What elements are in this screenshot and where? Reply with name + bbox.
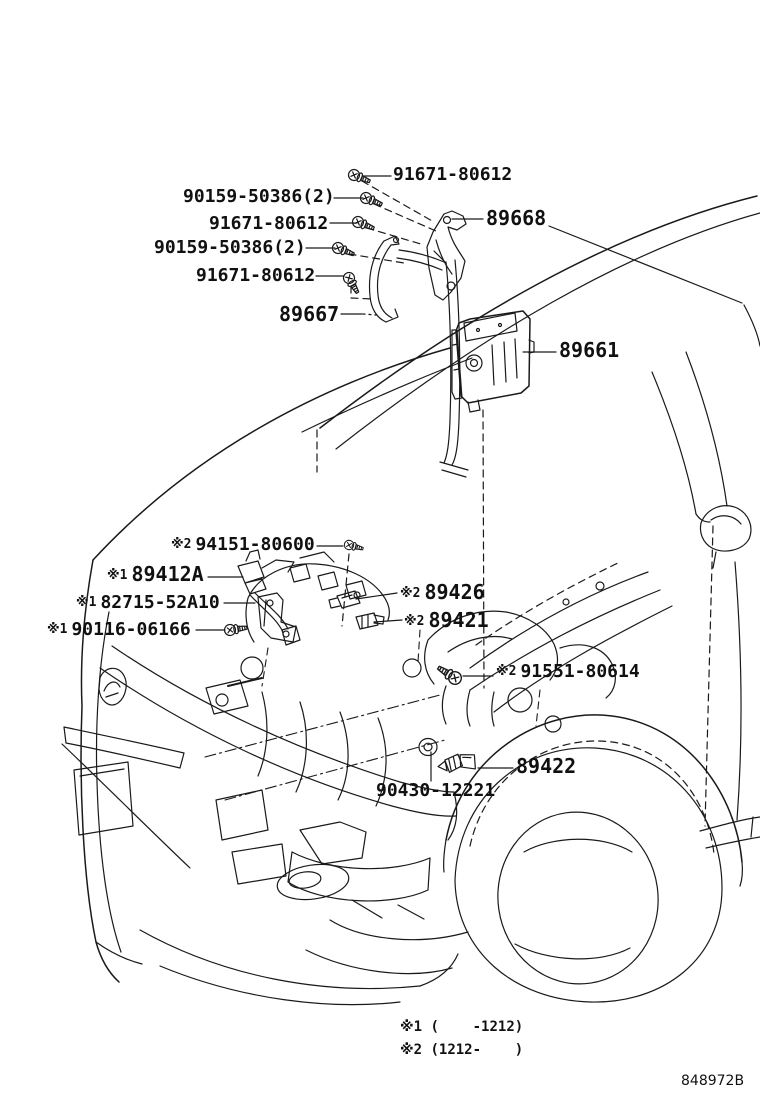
- part-label-89667: 89667: [279, 302, 340, 326]
- part-label-91671-80612-3: 91671-80612: [196, 265, 316, 286]
- front-wheel: [443, 714, 743, 1003]
- bracket-82715-52a10: [257, 592, 297, 643]
- screw-90159-50386-2: [330, 240, 357, 261]
- part-label-90159-50386-2: 90159-50386(2): [154, 237, 306, 258]
- part-label-90159-50386-1: 90159-50386(2): [183, 186, 335, 207]
- screw-91671-80612-3: [340, 269, 363, 297]
- footnote-1: ※1 ( -1212): [400, 1019, 524, 1035]
- bolt-91551-80614: [434, 661, 465, 688]
- footnote-2: ※2 (1212- ): [400, 1042, 524, 1058]
- screw-91671-80612-1: [346, 167, 373, 188]
- part-label-90430-12221: 90430-12221: [376, 780, 496, 801]
- screw-91671-80612-2: [350, 214, 377, 235]
- nut-94151-80600: [342, 538, 365, 554]
- part-label-89422: 89422: [516, 754, 577, 778]
- bracket-89667: [368, 235, 400, 323]
- sensor-89421: [355, 612, 385, 630]
- sensor-89426: [328, 590, 361, 609]
- alignment-dashes: [316, 180, 715, 855]
- leader-lines: [195, 175, 557, 782]
- bolt-90116-06166: [223, 621, 249, 637]
- mounting-stay: [396, 249, 469, 478]
- part-label-91671-80612-1: 91671-80612: [393, 164, 513, 185]
- part-label-89661: 89661: [559, 338, 620, 362]
- car-body-outline: [61, 195, 760, 1006]
- part-label-91671-80612-2: 91671-80612: [209, 213, 329, 234]
- temp-sensor-89422: [437, 753, 476, 773]
- engine-assembly: [204, 551, 616, 975]
- washer-90430-12221: [418, 737, 438, 757]
- figure-number: 848972B: [681, 1073, 745, 1089]
- part-label-89668: 89668: [486, 206, 547, 230]
- bracket-89668: [426, 210, 467, 301]
